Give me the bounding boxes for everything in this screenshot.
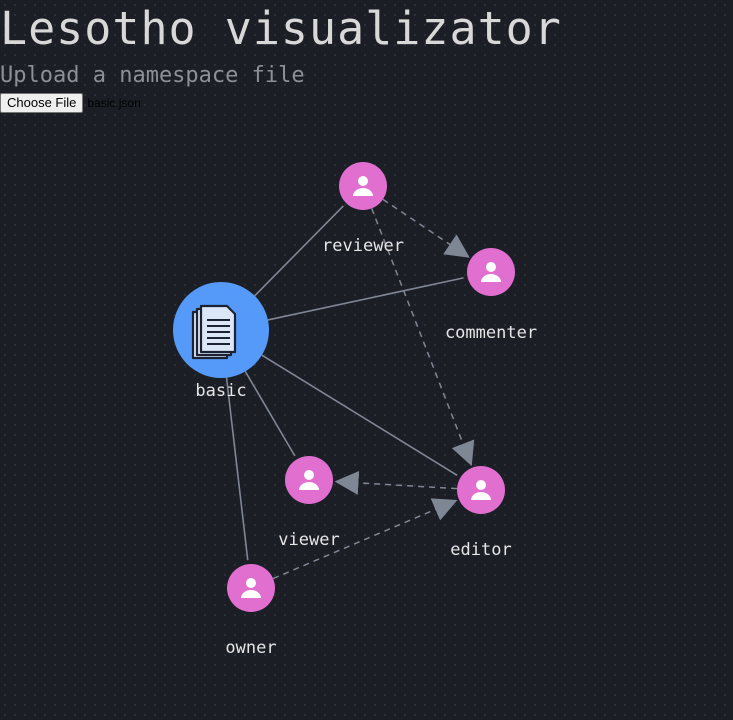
choose-file-button[interactable]: Choose File <box>0 92 84 113</box>
user-icon <box>353 176 373 196</box>
node-label-reviewer: reviewer <box>322 236 404 256</box>
edge-reviewer-to-editor <box>370 208 475 467</box>
node-label-owner: owner <box>225 638 276 658</box>
edge-basic-to-editor <box>261 354 458 477</box>
upload-prompt: Upload a namespace file <box>0 63 305 88</box>
node-label-viewer: viewer <box>278 530 339 550</box>
document-stack-icon <box>191 304 237 360</box>
user-icon <box>241 578 261 598</box>
node-label-basic: basic <box>195 381 246 401</box>
node-label-editor: editor <box>450 540 511 560</box>
selected-file-name: basic.json <box>87 95 141 110</box>
page-title: Lesotho visualizator <box>0 2 562 55</box>
edge-editor-to-viewer <box>334 470 458 495</box>
user-icon <box>481 262 501 282</box>
edge-owner-to-editor <box>272 498 458 580</box>
user-icon <box>471 480 491 500</box>
node-label-commenter: commenter <box>445 323 537 343</box>
edge-basic-to-viewer <box>244 370 296 457</box>
edge-basic-to-commenter <box>267 277 464 321</box>
graph-node-viewer[interactable]: viewer <box>278 456 340 550</box>
file-input[interactable]: Choose File basic.json <box>0 92 141 113</box>
graph-node-basic[interactable]: basic <box>173 282 269 401</box>
edge-basic-to-reviewer <box>254 205 344 297</box>
user-icon <box>299 470 319 490</box>
edge-basic-to-owner <box>225 377 249 561</box>
graph-node-editor[interactable]: editor <box>450 466 512 560</box>
graph-node-owner[interactable]: owner <box>225 564 277 658</box>
graph-node-reviewer[interactable]: reviewer <box>322 162 404 256</box>
graph-node-commenter[interactable]: commenter <box>445 248 537 343</box>
